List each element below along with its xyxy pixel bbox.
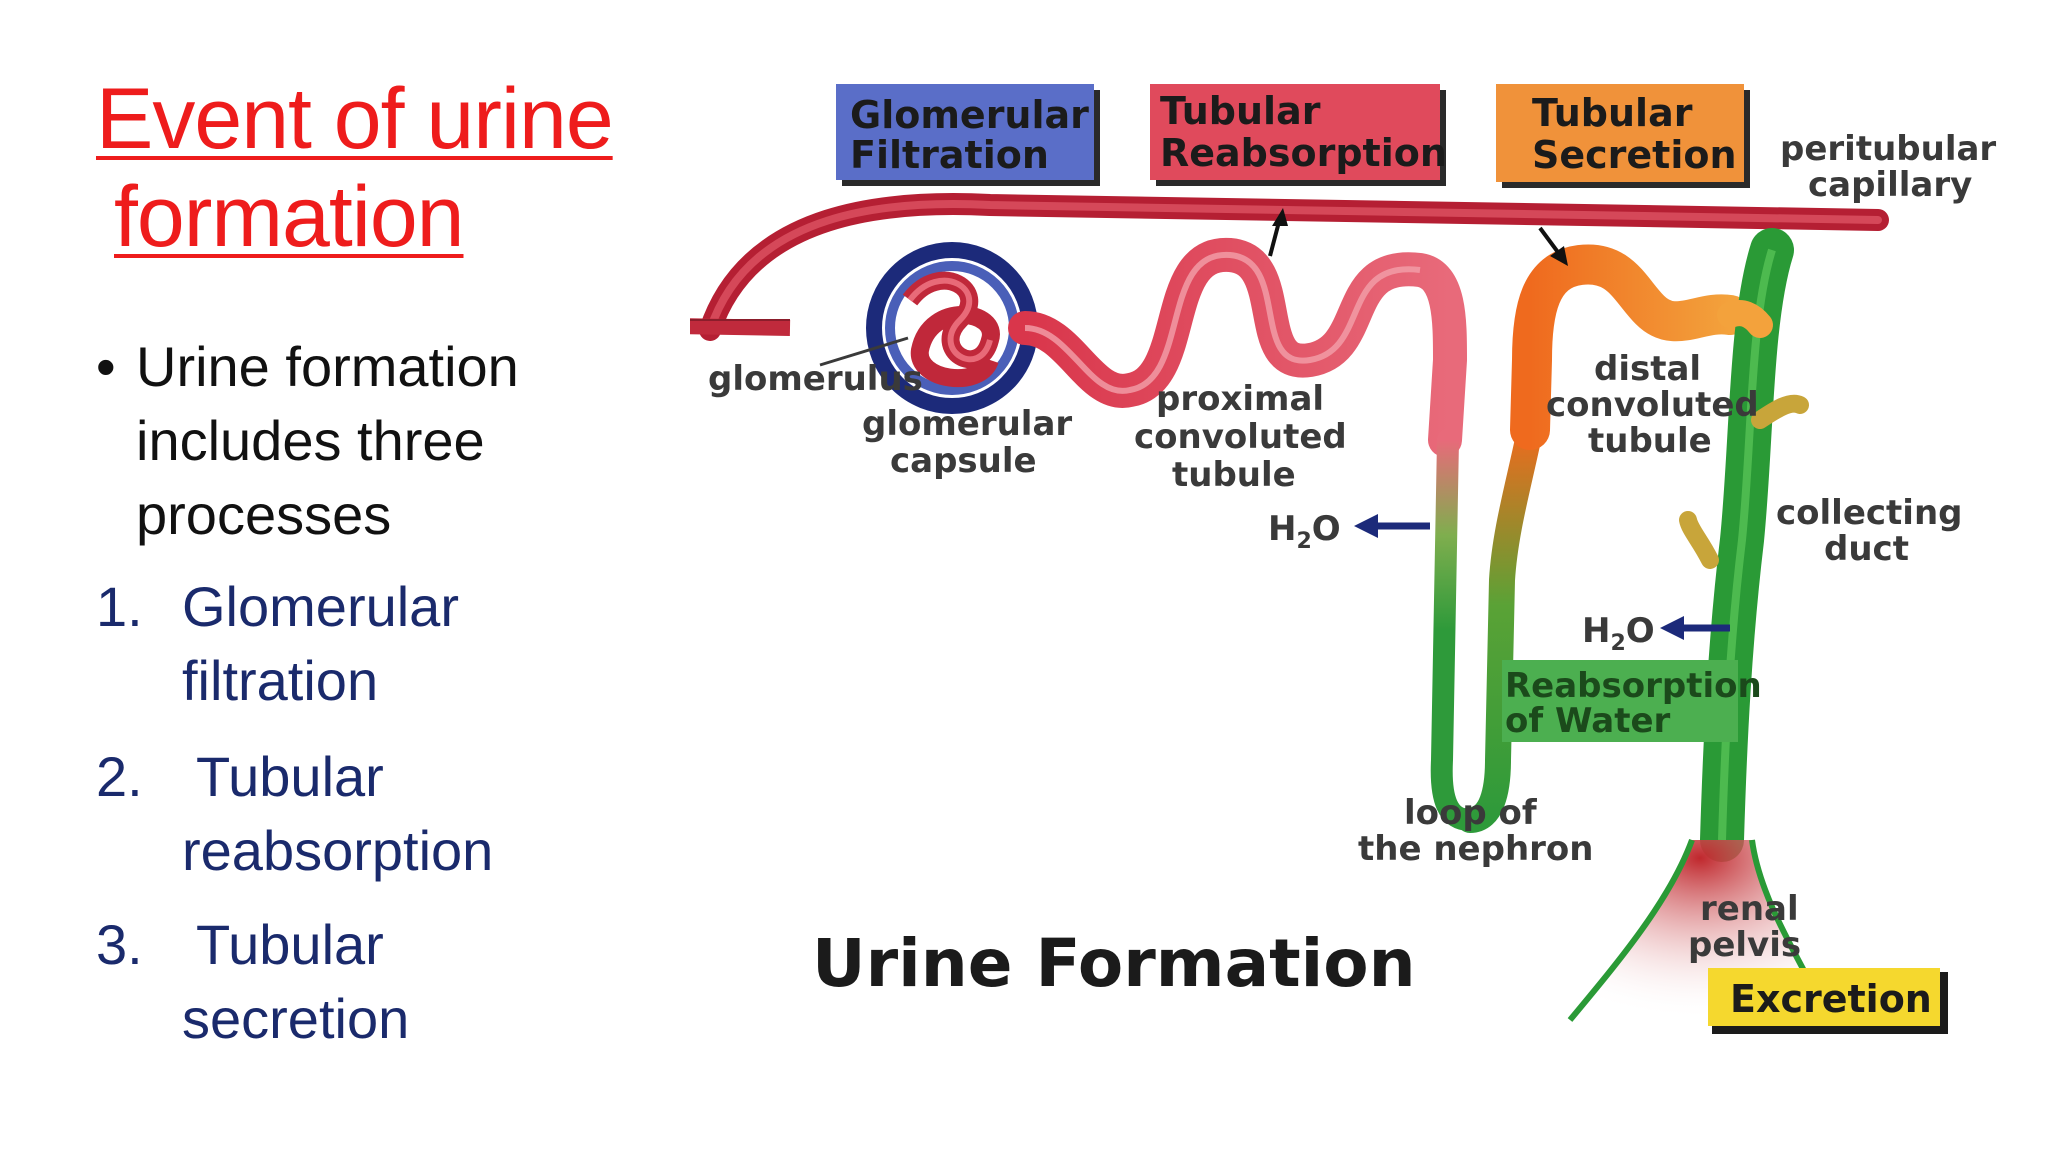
box-label: Filtration — [850, 133, 1049, 177]
title-line-2: formation — [114, 169, 465, 265]
label-capsule-1: glomerular — [862, 404, 1072, 444]
box-label: of Water — [1505, 701, 1671, 741]
tubular-secretion-fill — [1496, 84, 1744, 182]
label-h2o-upper: H2O — [1268, 509, 1341, 554]
glomerular-filtration-box: Glomerular Filtration — [836, 84, 1100, 186]
bullet-line-1: Urine formation — [136, 335, 519, 398]
intro-bullet: • Urine formation includes three process… — [96, 330, 636, 552]
step-line-1: Tubular — [196, 745, 384, 808]
label-h2o-lower: H2O — [1582, 611, 1655, 656]
label-collecting-2: duct — [1824, 529, 1909, 569]
label-pelvis-2: pelvis — [1688, 925, 1801, 965]
bullet-line-3: processes — [136, 483, 392, 546]
step-number: 1. — [96, 575, 143, 638]
glomerulus — [690, 242, 1038, 414]
bullet-line-2: includes three — [136, 409, 485, 472]
collecting-duct — [1700, 228, 1794, 862]
box-label: Secretion — [1532, 133, 1737, 177]
tubular-reabsorption-fill — [1150, 84, 1440, 180]
label-collecting-1: collecting — [1776, 493, 1963, 533]
label-peritubular: peritubular — [1780, 129, 1996, 169]
box-label: Tubular — [1160, 89, 1321, 133]
distal-convoluted-tubule — [1510, 244, 1750, 450]
descending-limb — [1430, 429, 1481, 831]
label-loop-1: loop of — [1404, 793, 1538, 833]
step-line-2: secretion — [182, 987, 410, 1050]
excretion-fill — [1708, 968, 1940, 1026]
h2o-arrow-upper — [1354, 514, 1430, 538]
label-proximal-2: convoluted — [1134, 417, 1347, 457]
ascending-limb — [1457, 417, 1543, 833]
box-label: Excretion — [1730, 977, 1932, 1021]
glomerular-filtration-fill — [836, 84, 1094, 180]
step-line-2: reabsorption — [182, 819, 494, 882]
step-number: 2. — [96, 745, 143, 808]
tubular-reabsorption-box: Tubular Reabsorption — [1150, 84, 1447, 186]
label-loop-2: the nephron — [1358, 829, 1594, 869]
step-number: 3. — [96, 913, 143, 976]
h2o-arrow-lower — [1660, 616, 1730, 640]
label-proximal-3: tubule — [1172, 455, 1296, 495]
step-item-1: 1. Glomerular filtration — [96, 570, 656, 718]
step-line-1: Glomerular — [182, 575, 459, 638]
label-pelvis-1: renal — [1700, 889, 1799, 929]
label-capsule-2: capsule — [890, 441, 1037, 481]
step-line-2: filtration — [182, 649, 379, 712]
label-distal-2: convoluted — [1546, 385, 1759, 425]
box-label: Tubular — [1532, 91, 1693, 135]
reabsorption-water-fill — [1502, 660, 1738, 742]
label-capillary: capillary — [1808, 165, 1972, 205]
label-distal-3: tubule — [1588, 421, 1712, 461]
box-label: Glomerular — [850, 93, 1089, 137]
bullet-dot-icon: • — [96, 335, 116, 398]
step-item-2: 2. Tubular reabsorption — [96, 740, 656, 888]
excretion-box: Excretion — [1708, 968, 1948, 1034]
label-glomerulus: glomerulus — [708, 359, 923, 399]
label-distal-1: distal — [1594, 349, 1701, 389]
step-line-1: Tubular — [196, 913, 384, 976]
tubular-secretion-box: Tubular Secretion — [1496, 84, 1750, 188]
title-line-1: Event of urine — [96, 71, 614, 167]
nephron-diagram: Glomerular Filtration Tubular Reabsorpti… — [690, 84, 1996, 1034]
secretion-arrow — [1538, 226, 1562, 257]
step-item-3: 3. Tubular secretion — [96, 908, 656, 1056]
box-label: Reabsorption — [1505, 666, 1762, 706]
reabsorption-water-box: Reabsorption of Water — [1502, 660, 1762, 742]
slide-title: Event of urine formation — [96, 70, 656, 266]
box-label: Reabsorption — [1160, 131, 1447, 175]
label-proximal-1: proximal — [1156, 379, 1324, 419]
diagram-caption: Urine Formation — [812, 925, 1416, 1002]
